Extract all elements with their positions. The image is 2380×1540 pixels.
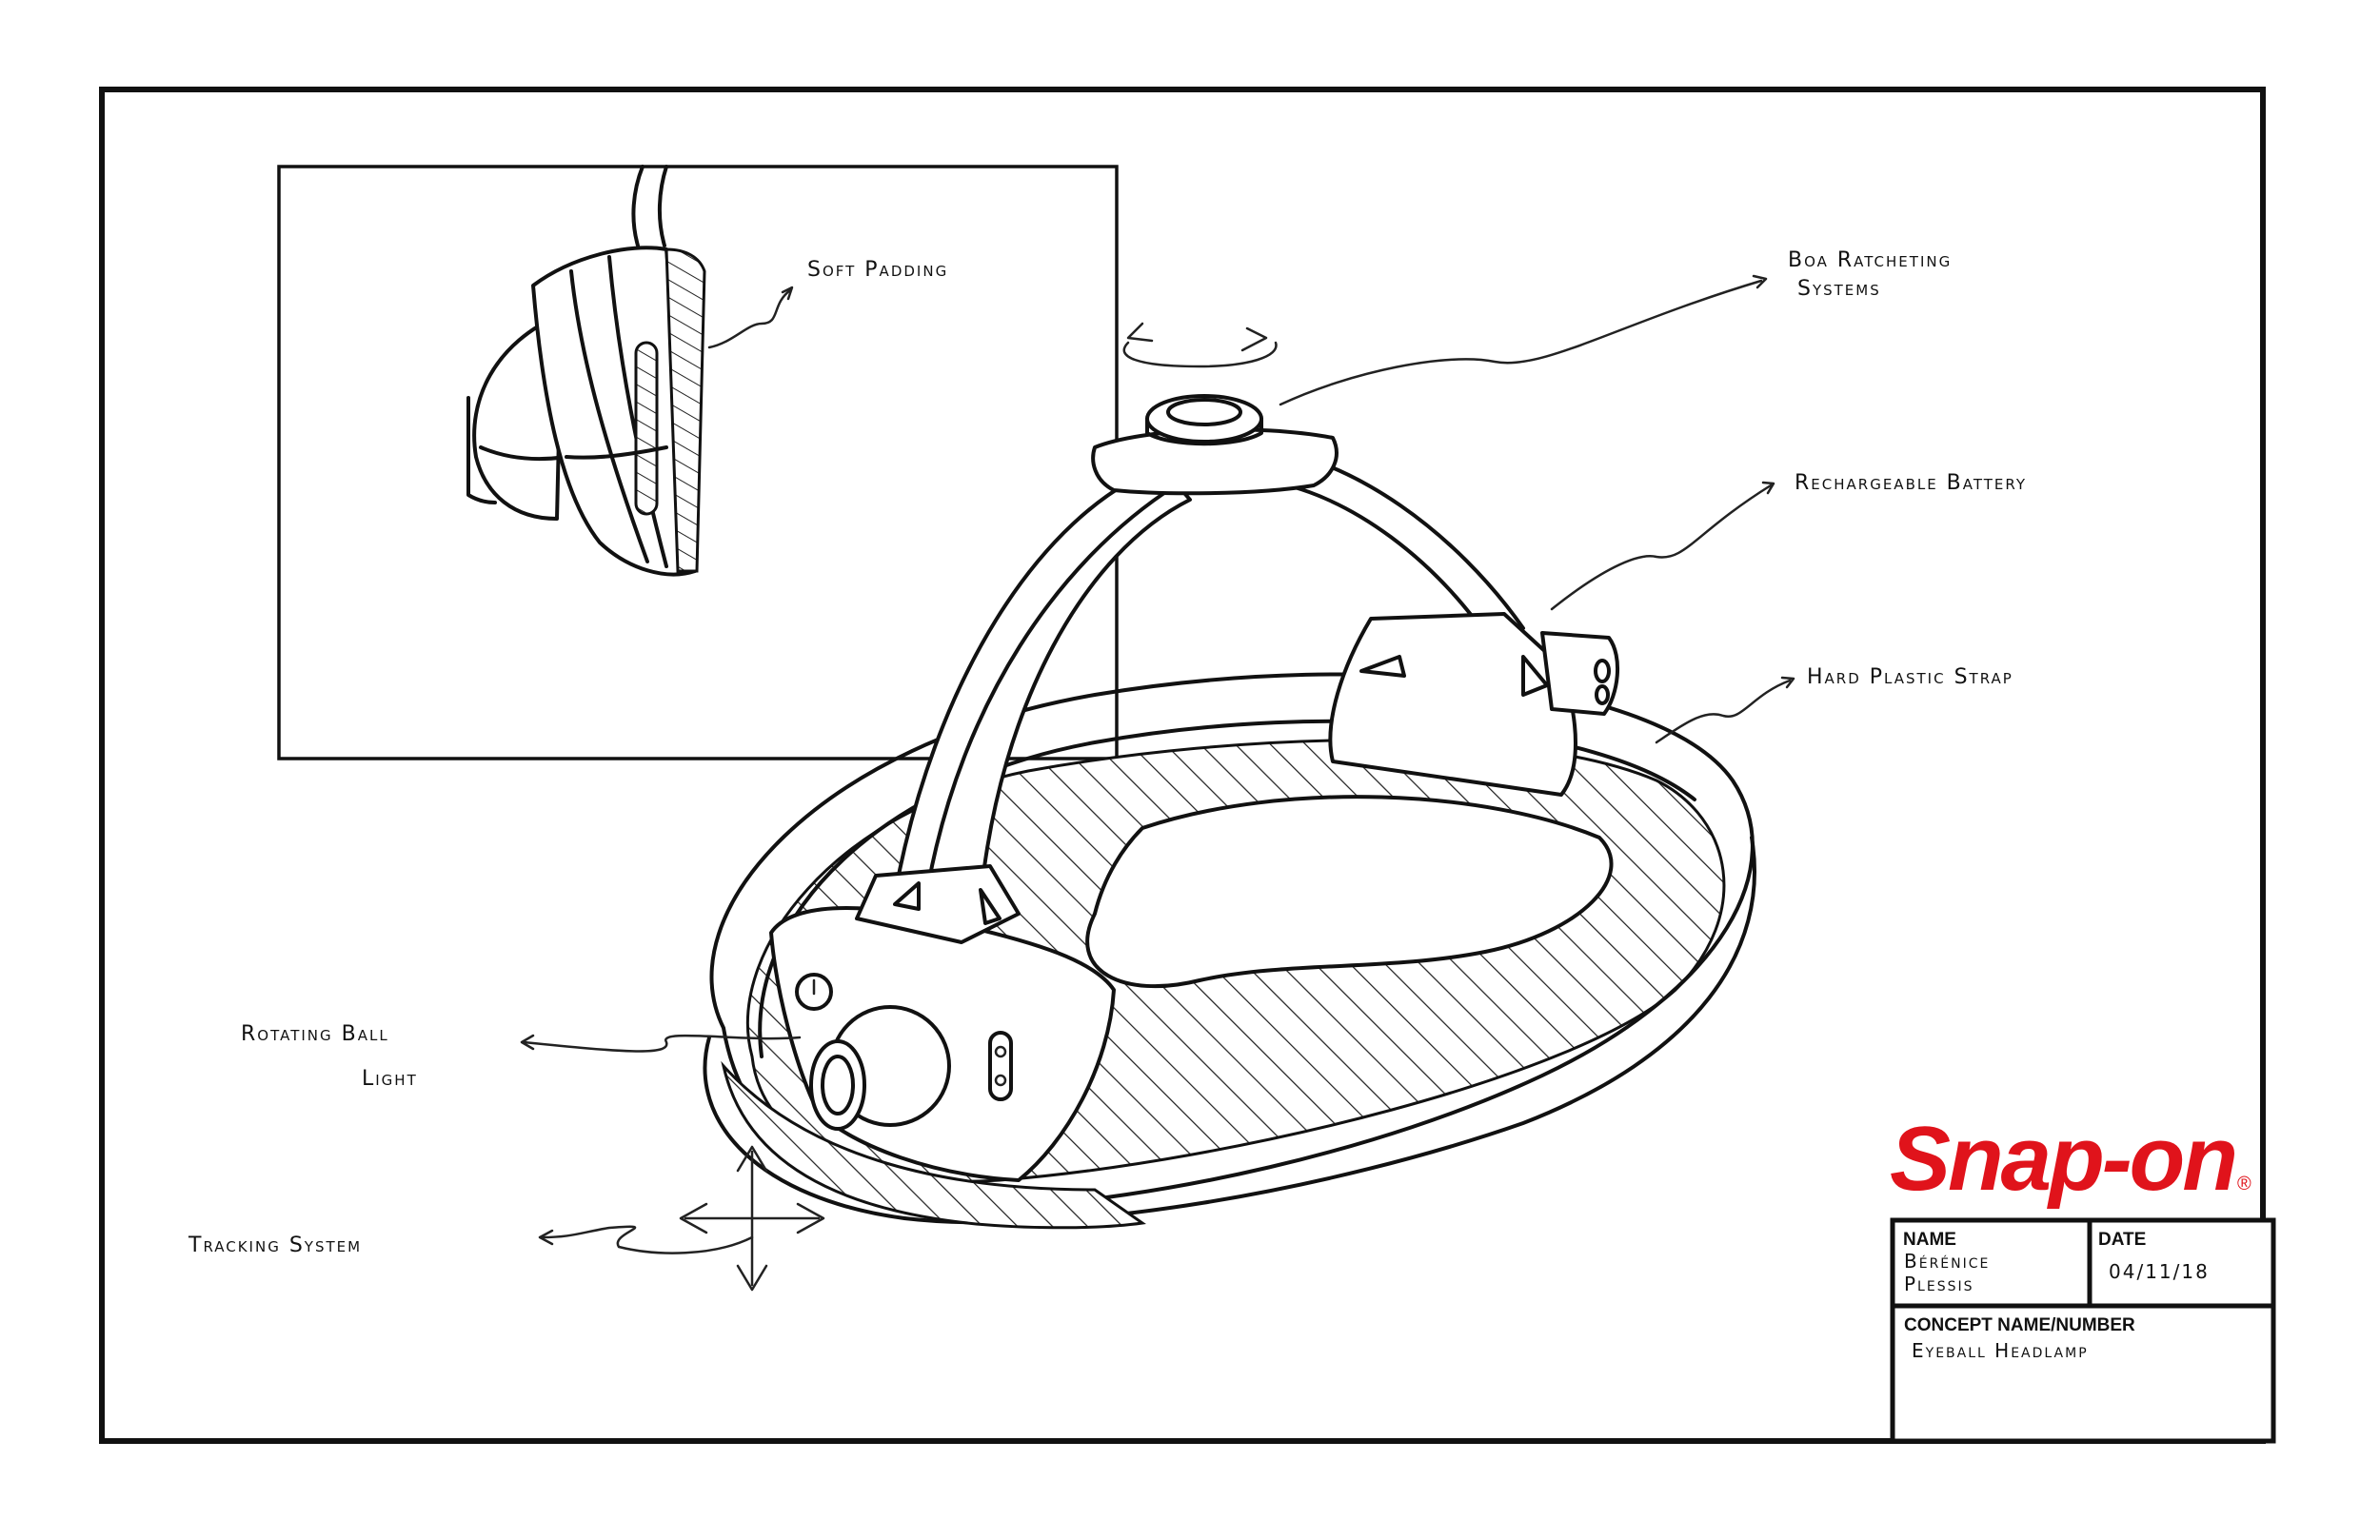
leader-lines	[520, 274, 1795, 1254]
tb-name-line2: Plessis	[1904, 1273, 1974, 1295]
inset-detail-view	[277, 165, 1119, 760]
tracking-arrows	[679, 1145, 825, 1292]
snap-on-logo: Snap-on ®	[1890, 1108, 2251, 1210]
logo-wordmark: Snap-on	[1890, 1108, 2235, 1210]
label-soft-padding: Soft Padding	[807, 258, 948, 282]
tb-concept-header: CONCEPT NAME/NUMBER	[1904, 1315, 2135, 1335]
tb-name-header: NAME	[1903, 1230, 1956, 1250]
label-boa-line2: Systems	[1797, 277, 1881, 301]
tb-date-value: 04/11/18	[2109, 1260, 2210, 1283]
label-boa-line1: Boa Ratcheting	[1788, 248, 1952, 272]
logo-registered-mark: ®	[2237, 1174, 2251, 1194]
title-block: NAME Bérénice Plessis DATE 04/11/18 CONC…	[1890, 1217, 2276, 1444]
label-rotating-line1: Rotating Ball	[241, 1022, 389, 1046]
tb-date-header: DATE	[2098, 1230, 2146, 1250]
label-rotating-line2: Light	[362, 1067, 418, 1091]
drawing-frame	[99, 87, 2266, 1444]
headlamp-illustration	[679, 322, 1756, 1292]
tb-concept-value: Eyeball Headlamp	[1912, 1339, 2089, 1362]
label-strap: Hard Plastic Strap	[1807, 665, 2013, 689]
tb-name-line1: Bérénice	[1904, 1250, 1990, 1273]
label-tracking: Tracking System	[188, 1234, 362, 1257]
label-battery: Rechargeable Battery	[1795, 471, 2027, 495]
